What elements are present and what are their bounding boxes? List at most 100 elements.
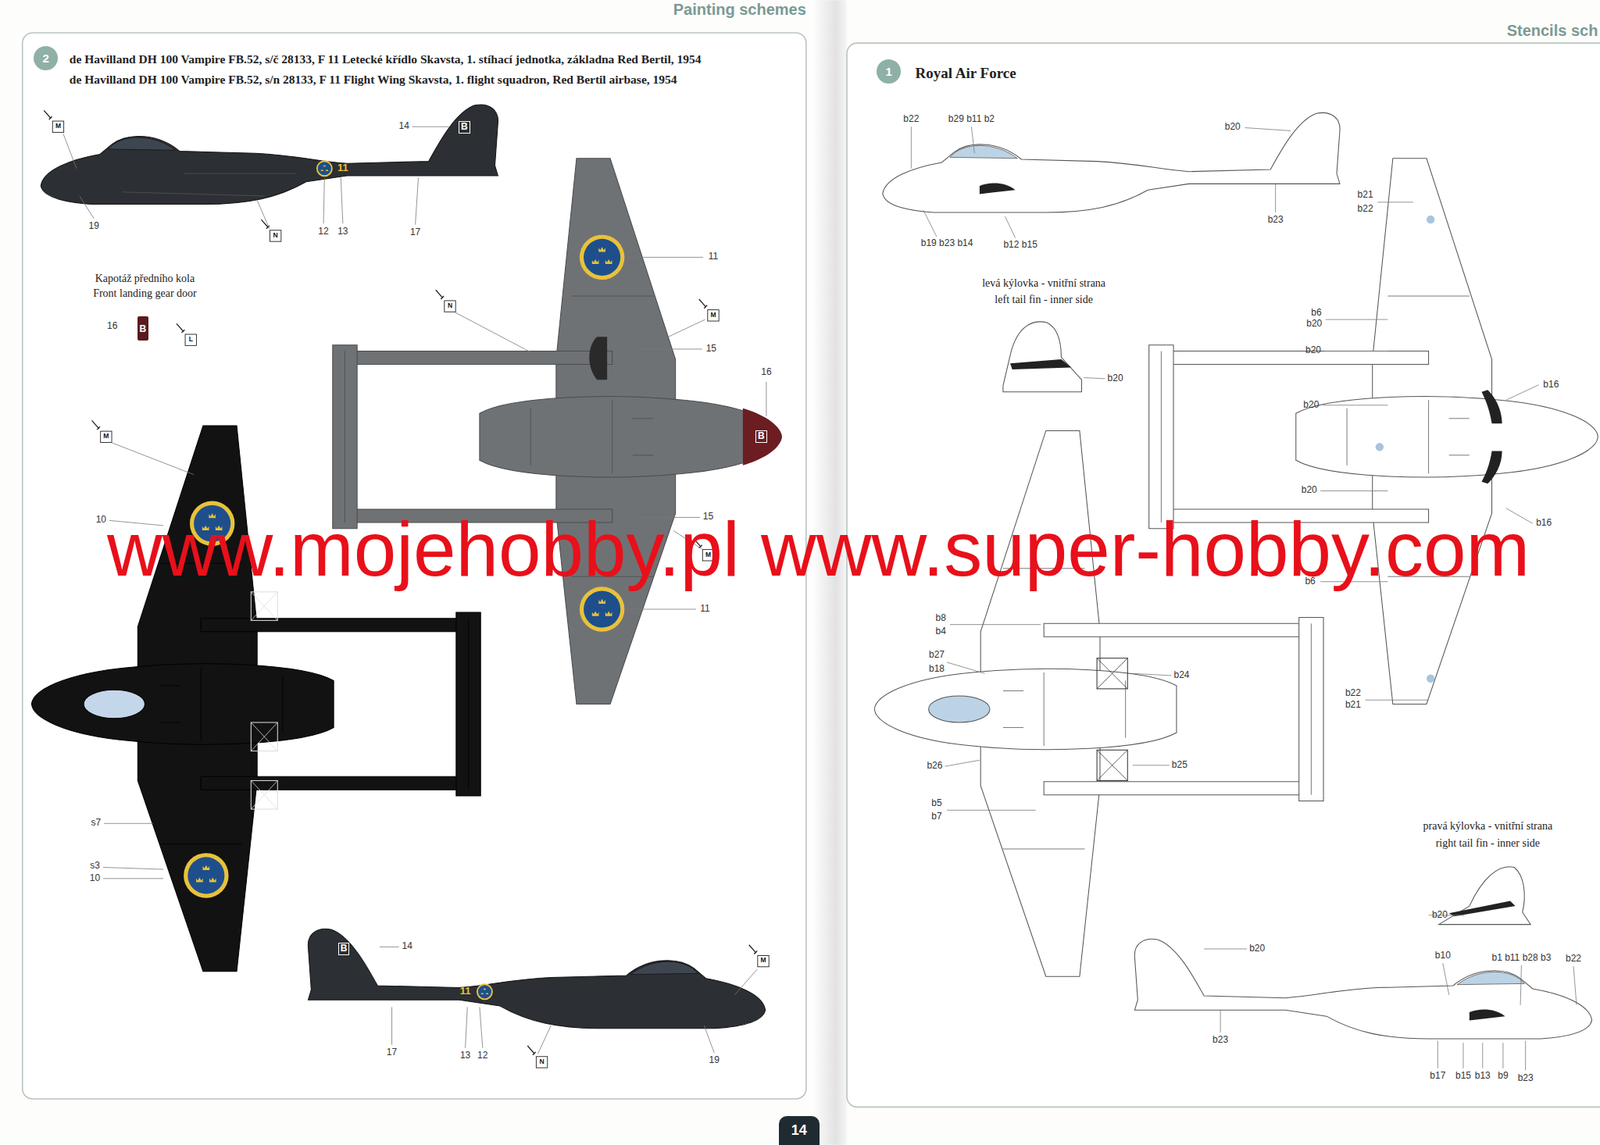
crown-symbol — [323, 164, 326, 167]
paint-can — [535, 1057, 547, 1068]
callout-number: s7 — [90, 817, 101, 829]
callout-number: b23 — [1517, 1073, 1534, 1085]
node-text: B — [139, 323, 147, 335]
shape-use — [630, 961, 698, 975]
paint-code: M — [760, 957, 766, 965]
leader-line — [1203, 948, 1247, 950]
paint-icon — [92, 420, 112, 443]
leader-line — [1220, 1010, 1222, 1033]
crown-symbol — [196, 877, 204, 883]
roundel-disc — [478, 985, 492, 999]
leader-line — [1573, 966, 1577, 1006]
roundel-disc — [187, 857, 225, 894]
paint-code: M — [55, 122, 61, 131]
paint-code: N — [273, 232, 279, 240]
leader-line — [1132, 673, 1172, 676]
crown-symbol — [325, 169, 329, 172]
callout-number: b12 b15 — [1003, 239, 1037, 251]
crown-symbol — [321, 169, 324, 172]
scheme-title: de Havilland DH 100 Vampire FB.52, s/č 2… — [69, 52, 702, 67]
callout-number: b22 — [1357, 203, 1374, 215]
callout-number: b22 — [903, 114, 919, 125]
leader-line — [112, 442, 194, 475]
leader-line — [1365, 700, 1429, 701]
watermark: www.mojehobby.pl www.super-hobby.com — [107, 510, 1530, 588]
shape-use — [1149, 158, 1599, 705]
callout-number: b18 — [928, 664, 945, 675]
leader-line — [950, 624, 1041, 625]
callout-number: 16 — [760, 367, 772, 379]
leader-line — [946, 810, 1036, 811]
paint-brush — [43, 110, 52, 120]
leader-line — [1244, 128, 1291, 132]
callout-number: 10 — [96, 514, 107, 526]
shape-use — [1457, 971, 1525, 985]
crown-symbol — [598, 599, 606, 604]
leader-line — [415, 178, 419, 225]
node-text: 2 — [42, 51, 50, 65]
paint-icon — [435, 289, 456, 312]
leader-line — [1322, 404, 1389, 406]
callout-number: b20 — [1249, 943, 1265, 955]
leader-line — [1520, 965, 1522, 1006]
roundel-ring — [183, 853, 229, 898]
page-number-tab: 14 — [778, 1116, 820, 1145]
leader-line — [455, 312, 532, 353]
callout-number: b9 — [1497, 1071, 1508, 1083]
callout-number: 19 — [709, 1055, 720, 1067]
roundel-disc — [317, 161, 332, 175]
caption: Kapotáž předního kola — [95, 272, 196, 286]
leader-line — [1442, 963, 1450, 995]
shape-path — [250, 722, 278, 752]
crown-symbol — [481, 992, 484, 995]
callout-number: 10 — [89, 873, 100, 885]
leader-line — [1325, 319, 1389, 321]
shape-path — [589, 336, 608, 380]
paint-brush — [176, 323, 185, 333]
leader-line — [910, 126, 912, 169]
callout-number: b20 — [1306, 318, 1322, 330]
page-header: Stencils sch — [1507, 21, 1599, 40]
shape-path — [250, 592, 278, 622]
callout-number: b16 — [1535, 517, 1552, 529]
leader-line — [340, 178, 343, 225]
paint-can — [52, 121, 64, 133]
leader-line — [465, 1007, 468, 1048]
shape-path — [1481, 389, 1502, 424]
paint-icon — [176, 323, 197, 346]
leader-line — [668, 319, 706, 337]
paint-can — [757, 955, 769, 967]
crown-symbol — [592, 259, 600, 265]
crown-symbol — [485, 992, 489, 995]
callout-number: b17 — [1429, 1071, 1446, 1083]
callout-number: b20 — [1432, 910, 1448, 922]
callout-number: b20 — [1301, 485, 1318, 497]
leader-line — [1482, 1042, 1483, 1069]
aircraft-marking: 11 — [460, 985, 472, 998]
shape-rect — [250, 592, 278, 622]
callout-number: b15 — [1455, 1071, 1472, 1083]
shape-rect — [1096, 658, 1128, 690]
leader-line — [923, 210, 937, 237]
callout-number: b21 — [1357, 189, 1374, 201]
leader-line — [626, 257, 704, 258]
callout-number: b20 — [1107, 373, 1124, 385]
shape-ellipse — [928, 696, 990, 723]
shape-path — [122, 173, 297, 197]
callout-number: b21 — [1345, 700, 1361, 711]
shape-use — [950, 145, 1018, 158]
shape-use — [1134, 939, 1592, 1040]
crown-symbol — [605, 259, 613, 265]
paint-icon — [749, 945, 769, 968]
crown-symbol — [592, 611, 600, 617]
leader-line — [1132, 764, 1170, 766]
callout-number: b1 b11 b28 b3 — [1491, 953, 1551, 965]
paint-icon — [699, 299, 719, 322]
shape-use — [40, 104, 498, 205]
shape-circle — [1375, 442, 1384, 451]
leader-line — [1506, 385, 1540, 401]
caption: Front landing gear door — [92, 287, 197, 300]
leader-line — [103, 823, 154, 825]
callout-number: b20 — [1305, 345, 1322, 357]
